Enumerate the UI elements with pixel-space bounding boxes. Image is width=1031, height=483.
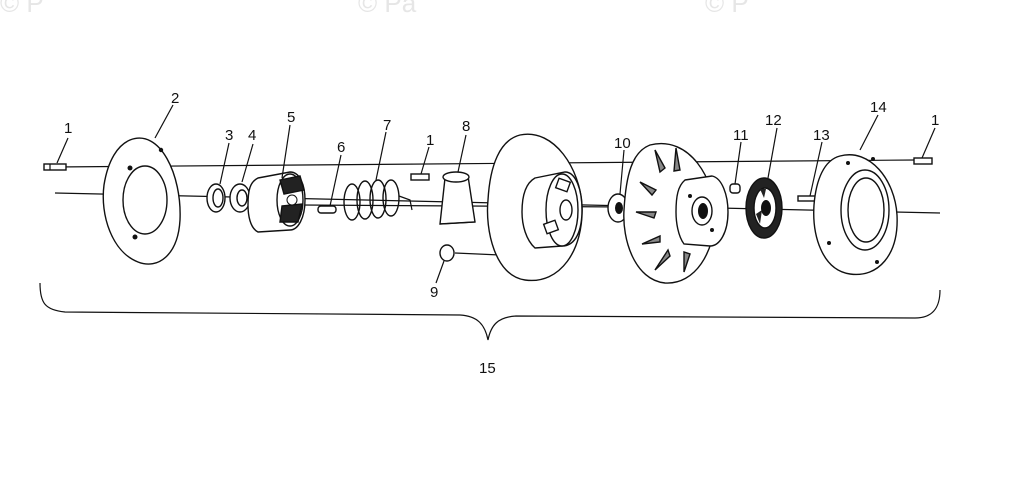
callout-8: 8 bbox=[462, 118, 470, 135]
callout-6: 6 bbox=[337, 139, 345, 156]
callout-15: 15 bbox=[479, 360, 496, 377]
callout-13: 13 bbox=[813, 127, 830, 144]
screw-13 bbox=[797, 195, 817, 202]
cover-plate-left bbox=[102, 137, 181, 265]
callout-2: 2 bbox=[171, 90, 179, 107]
bolt-middle bbox=[410, 173, 430, 181]
bushing-sleeve bbox=[439, 171, 476, 225]
bolt-11 bbox=[729, 183, 741, 194]
callout-3: 3 bbox=[225, 127, 233, 144]
watermark-right: © P bbox=[705, 0, 749, 18]
cover-right bbox=[813, 154, 898, 276]
spider-ring bbox=[745, 177, 783, 239]
callout-9: 9 bbox=[430, 284, 438, 301]
callout-14: 14 bbox=[870, 99, 887, 116]
callout-1-left: 1 bbox=[64, 120, 72, 137]
callout-7: 7 bbox=[383, 117, 391, 134]
assembly-bracket bbox=[39, 282, 941, 341]
callout-5: 5 bbox=[287, 109, 295, 126]
callout-1-middle: 1 bbox=[426, 132, 434, 149]
callout-10: 10 bbox=[614, 135, 631, 152]
callout-1-right: 1 bbox=[931, 112, 939, 129]
callout-4: 4 bbox=[248, 127, 256, 144]
callout-labels: 1 2 3 4 5 6 7 1 8 9 10 11 12 13 14 1 15 bbox=[64, 90, 939, 377]
bushing-small bbox=[439, 244, 501, 262]
watermark-center: © Pa bbox=[358, 0, 417, 18]
callout-11: 11 bbox=[733, 127, 749, 144]
pin-6 bbox=[317, 205, 337, 214]
stationary-sheave bbox=[623, 142, 729, 284]
callout-12: 12 bbox=[765, 112, 782, 129]
watermark-left: © P bbox=[0, 0, 44, 18]
leader-lines bbox=[56, 104, 936, 284]
washer-4 bbox=[229, 183, 251, 213]
washer-10 bbox=[607, 193, 629, 223]
snap-ring bbox=[206, 183, 226, 213]
bolt-left bbox=[43, 163, 67, 171]
moveable-sheave bbox=[486, 133, 583, 282]
cam-hub bbox=[247, 171, 306, 233]
bolt-right bbox=[913, 157, 933, 165]
spring bbox=[343, 179, 413, 221]
